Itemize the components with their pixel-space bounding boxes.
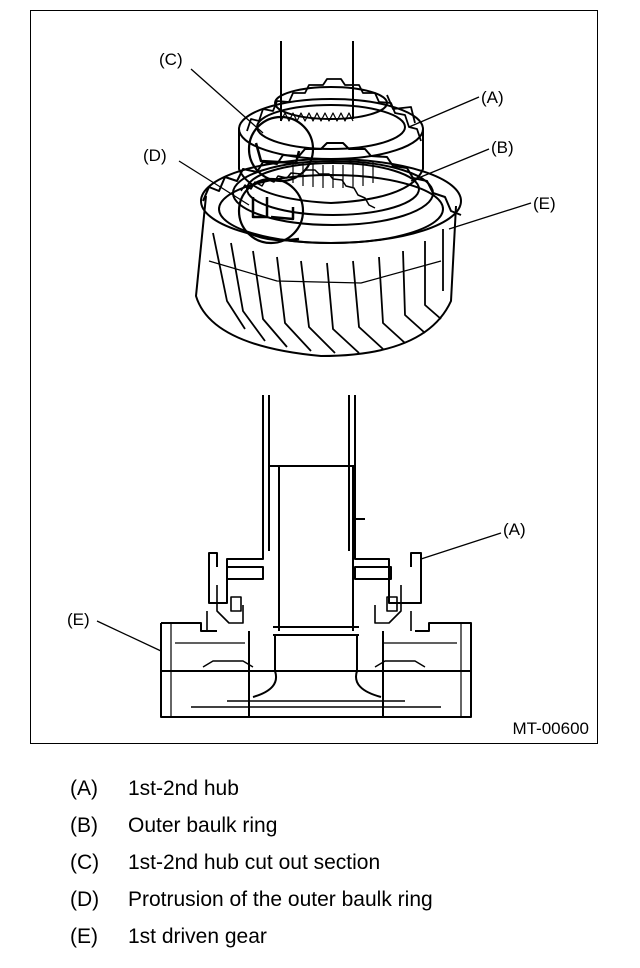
legend-key: (D) [70,887,100,911]
legend-key: (A) [70,776,98,800]
leader-lines-bottom [96,532,502,652]
legend-text: Outer baulk ring [128,813,278,837]
legend-text: 1st-2nd hub [128,776,239,800]
hub-spline-teeth [280,112,374,188]
legend: (A) 1st-2nd hub (B) Outer baulk ring (C)… [70,770,610,955]
helical-teeth [208,229,444,354]
legend-item: (A) 1st-2nd hub [70,770,610,807]
legend-item: (E) 1st driven gear [70,918,610,955]
callout-a-bottom: (A) [503,520,526,539]
cross-section-view: (A) (E) [67,395,526,718]
first-second-hub-isometric [238,78,424,204]
callout-e-bottom: (E) [67,610,90,629]
legend-key: (C) [70,850,100,874]
callout-a-top: (A) [481,88,504,107]
leader-lines-top [178,68,532,230]
detail-circle-d [237,177,305,245]
shaft-section [252,395,382,698]
callout-c-top: (C) [159,50,183,69]
hub-section [208,551,422,604]
legend-key: (B) [70,813,98,837]
synchro-section [206,585,412,631]
figure-frame: (C) (A) (B) (D) (E) [30,10,598,744]
legend-key: (E) [70,924,98,948]
baulk-protrusion-detail [251,197,295,221]
isometric-view: (C) (A) (B) (D) (E) [143,41,556,357]
callout-b-top: (B) [491,138,514,157]
legend-text: 1st-2nd hub cut out section [128,850,381,874]
callout-d-top: (D) [143,146,167,165]
first-driven-gear-isometric [195,142,462,357]
hub-cutout-detail [254,142,301,165]
figure-id: MT-00600 [512,719,589,738]
legend-text: Protrusion of the outer baulk ring [128,887,433,911]
gear-teeth-outline [202,142,462,216]
legend-item: (D) Protrusion of the outer baulk ring [70,881,610,918]
legend-text: 1st driven gear [128,924,267,948]
driven-gear-section [160,622,472,718]
legend-item: (B) Outer baulk ring [70,807,610,844]
callout-e-top: (E) [533,194,556,213]
legend-item: (C) 1st-2nd hub cut out section [70,844,610,881]
gear-assembly-illustration: (C) (A) (B) (D) (E) [67,41,556,718]
